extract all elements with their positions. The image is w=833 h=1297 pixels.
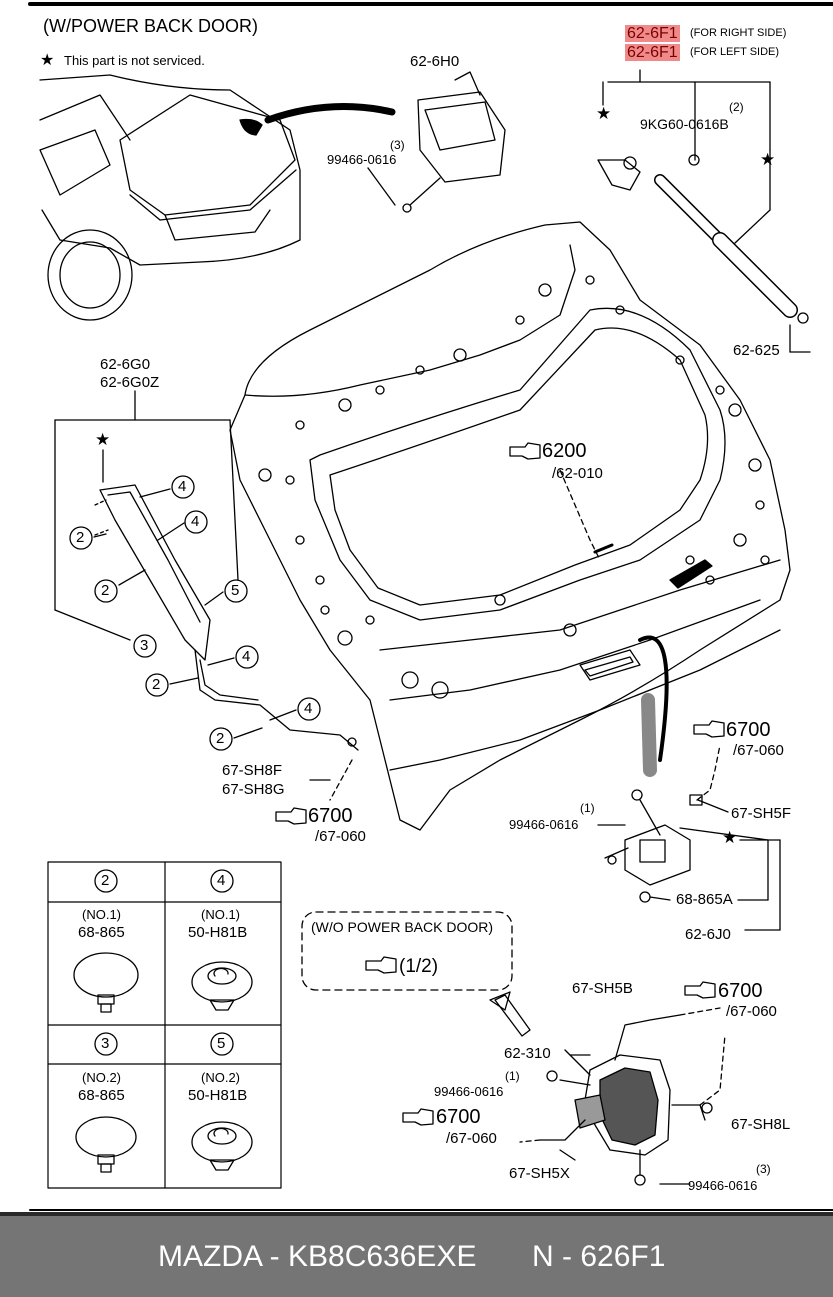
star-icon: ★ bbox=[722, 828, 738, 847]
legend-no: (NO.2) bbox=[82, 1070, 121, 1085]
ref-6700-sub: /67-060 bbox=[726, 1003, 777, 1020]
diagram-drawing bbox=[28, 2, 833, 1211]
ref-6700-sub: /67-060 bbox=[733, 742, 784, 759]
star-icon: ★ bbox=[40, 52, 55, 69]
callout-2: 2 bbox=[152, 676, 161, 693]
part-67sh8g[interactable]: 67-SH8G bbox=[222, 781, 285, 798]
left-side-note: (FOR LEFT SIDE) bbox=[690, 46, 780, 58]
part-67sh8l[interactable]: 67-SH8L bbox=[731, 1116, 791, 1133]
latch-62-6J0 bbox=[597, 744, 781, 931]
legend-clip-drawings bbox=[73, 952, 253, 1173]
part-67sh5x[interactable]: 67-SH5X bbox=[509, 1165, 570, 1182]
part-626h0[interactable]: 62-6H0 bbox=[410, 53, 460, 70]
part-626f1-right[interactable]: 62-6F1 bbox=[625, 25, 680, 42]
part-626g0z[interactable]: 62-6G0Z bbox=[100, 374, 160, 391]
part-67sh5f[interactable]: 67-SH5F bbox=[731, 805, 792, 822]
bolt-99466-0616[interactable]: 99466-0616 bbox=[434, 1084, 504, 1099]
callout-2: 2 bbox=[216, 730, 225, 747]
legend-part[interactable]: 68-865 bbox=[78, 924, 125, 941]
callout-leaders bbox=[93, 488, 353, 801]
part-68865a[interactable]: 68-865A bbox=[676, 891, 733, 908]
section-title: (W/POWER BACK DOOR) bbox=[43, 16, 258, 36]
callout-4: 4 bbox=[178, 478, 187, 495]
qty-label: (3) bbox=[756, 1162, 771, 1176]
ref-6200[interactable]: 6200 bbox=[542, 440, 587, 462]
lock-actuator-62-310 bbox=[519, 1007, 726, 1186]
footer-bar: MAZDA - KB8C636EXE N - 626F1 bbox=[0, 1212, 833, 1297]
part-67sh8f[interactable]: 67-SH8F bbox=[222, 762, 283, 779]
back-door-assembly bbox=[229, 221, 791, 831]
callout-3: 3 bbox=[140, 637, 149, 654]
qty-label: (1) bbox=[505, 1069, 520, 1083]
star-icon: ★ bbox=[596, 104, 612, 123]
vehicle-rear-view bbox=[39, 74, 396, 321]
footer-part-number: MAZDA - KB8C636EXE bbox=[158, 1240, 477, 1273]
legend-part[interactable]: 68-865 bbox=[78, 1087, 125, 1104]
part-626j0[interactable]: 62-6J0 bbox=[685, 926, 731, 943]
legend-num: 3 bbox=[101, 1035, 110, 1052]
callout-circles bbox=[69, 475, 321, 1056]
legend-num: 4 bbox=[217, 872, 226, 889]
callout-4: 4 bbox=[304, 700, 313, 717]
callout-5: 5 bbox=[231, 582, 240, 599]
parts-diagram: (W/POWER BACK DOOR) ★ This part is not s… bbox=[28, 2, 833, 1211]
bolt-99466-0616[interactable]: 99466-0616 bbox=[688, 1178, 758, 1193]
ref-6700[interactable]: 6700 bbox=[308, 805, 353, 827]
callout-2: 2 bbox=[76, 529, 85, 546]
part-62625[interactable]: 62-625 bbox=[733, 342, 780, 359]
qty-label: (1) bbox=[580, 801, 595, 815]
wo-power-box bbox=[301, 911, 513, 991]
star-icon: ★ bbox=[760, 150, 776, 169]
ref-6700[interactable]: 6700 bbox=[718, 980, 763, 1002]
legend-table-grid bbox=[47, 861, 282, 1189]
bolt-99466-0616[interactable]: 99466-0616 bbox=[327, 152, 397, 167]
ref-6700-sub: /67-060 bbox=[446, 1130, 497, 1147]
wo-power-title: (W/O POWER BACK DOOR) bbox=[311, 919, 493, 935]
legend-num: 2 bbox=[101, 872, 110, 889]
qty-label: (2) bbox=[729, 100, 744, 114]
right-side-note: (FOR RIGHT SIDE) bbox=[690, 27, 787, 39]
gas-strut-62-6F1 bbox=[597, 31, 811, 353]
wo-power-ref[interactable]: (1/2) bbox=[399, 956, 439, 977]
power-unit-62-6H0 bbox=[367, 71, 506, 213]
legend-note: This part is not serviced. bbox=[64, 53, 205, 68]
callout-4: 4 bbox=[191, 513, 200, 530]
legend-part[interactable]: 50-H81B bbox=[188, 924, 248, 941]
legend-no: (NO.1) bbox=[201, 907, 240, 922]
legend-num: 5 bbox=[217, 1035, 226, 1052]
bolt-9kg60-0616b[interactable]: 9KG60-0616B bbox=[640, 116, 729, 132]
part-626g0[interactable]: 62-6G0 bbox=[100, 356, 151, 373]
qty-label: (3) bbox=[390, 138, 405, 152]
callout-4: 4 bbox=[242, 648, 251, 665]
weatherstrip-62-6G0 bbox=[54, 390, 359, 751]
callout-2: 2 bbox=[101, 582, 110, 599]
part-67sh5b[interactable]: 67-SH5B bbox=[572, 980, 633, 997]
bolt-99466-0616[interactable]: 99466-0616 bbox=[509, 817, 579, 832]
hand-reference-icons bbox=[275, 442, 725, 1126]
footer-ref-code: N - 626F1 bbox=[532, 1240, 666, 1273]
ref-6700-sub: /67-060 bbox=[315, 828, 366, 845]
ref-6700[interactable]: 6700 bbox=[436, 1106, 481, 1128]
legend-no: (NO.1) bbox=[82, 907, 121, 922]
ref-6700[interactable]: 6700 bbox=[726, 719, 771, 741]
part-626f1-left[interactable]: 62-6F1 bbox=[625, 44, 680, 61]
part-62310[interactable]: 62-310 bbox=[504, 1045, 551, 1062]
ref-6200-sub: /62-010 bbox=[552, 465, 603, 482]
legend-part[interactable]: 50-H81B bbox=[188, 1087, 248, 1104]
star-icon: ★ bbox=[95, 430, 111, 449]
legend-no: (NO.2) bbox=[201, 1070, 240, 1085]
